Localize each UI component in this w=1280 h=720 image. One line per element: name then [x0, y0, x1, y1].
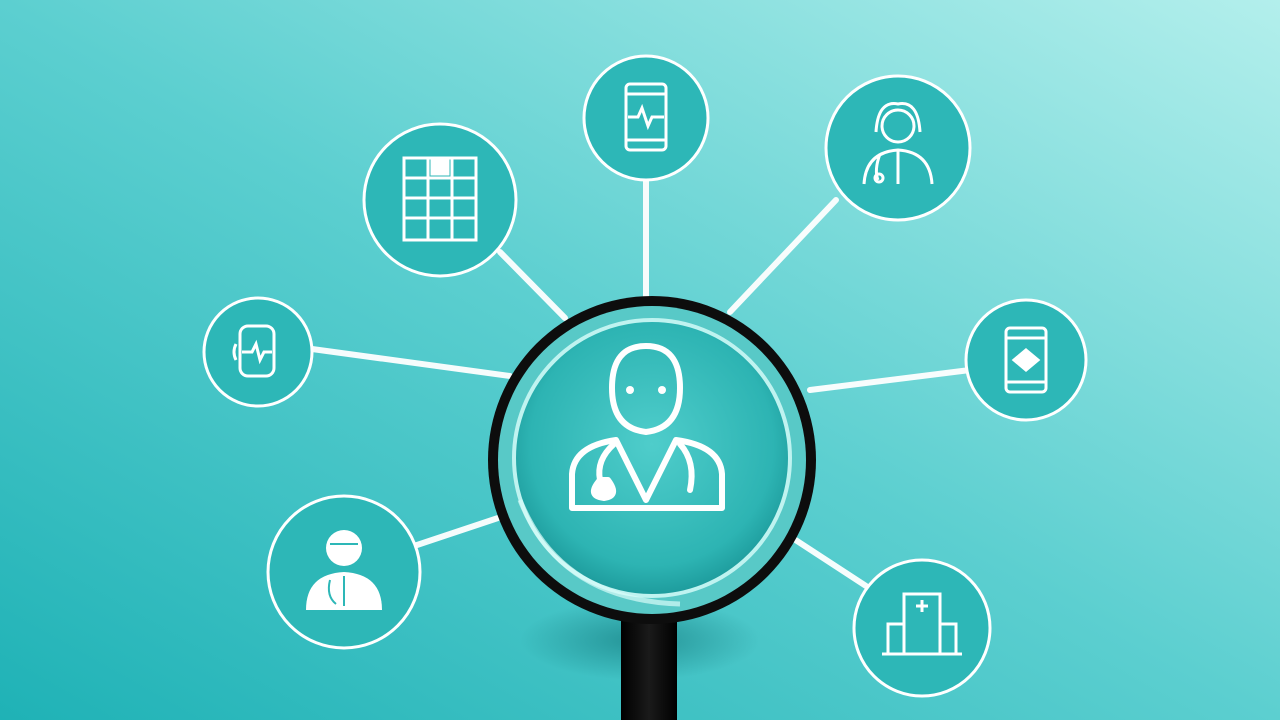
connector-line: [807, 367, 973, 393]
node-surgeon: [266, 494, 422, 650]
heart-monitor-phone-icon: [232, 324, 276, 378]
node-heart-monitor: [202, 296, 314, 408]
connector-line: [309, 346, 513, 379]
magnifying-glass: [488, 296, 816, 624]
magnifier-handle: [621, 612, 677, 720]
connector-line: [497, 249, 568, 321]
hospital-facility-icon: [882, 592, 962, 656]
hospital-building-icon: [402, 156, 478, 242]
node-building: [362, 122, 518, 278]
female-doctor-icon: [862, 102, 934, 185]
node-mobile-app: [582, 54, 710, 182]
health-tablet-icon: [1004, 326, 1048, 394]
mobile-health-app-icon: [624, 82, 668, 152]
node-female-doctor: [824, 74, 972, 222]
node-facility: [852, 558, 992, 698]
doctor-stethoscope-icon: [569, 343, 725, 511]
node-tablet: [964, 298, 1088, 422]
connector-line: [727, 197, 839, 315]
connector-line: [411, 515, 501, 549]
